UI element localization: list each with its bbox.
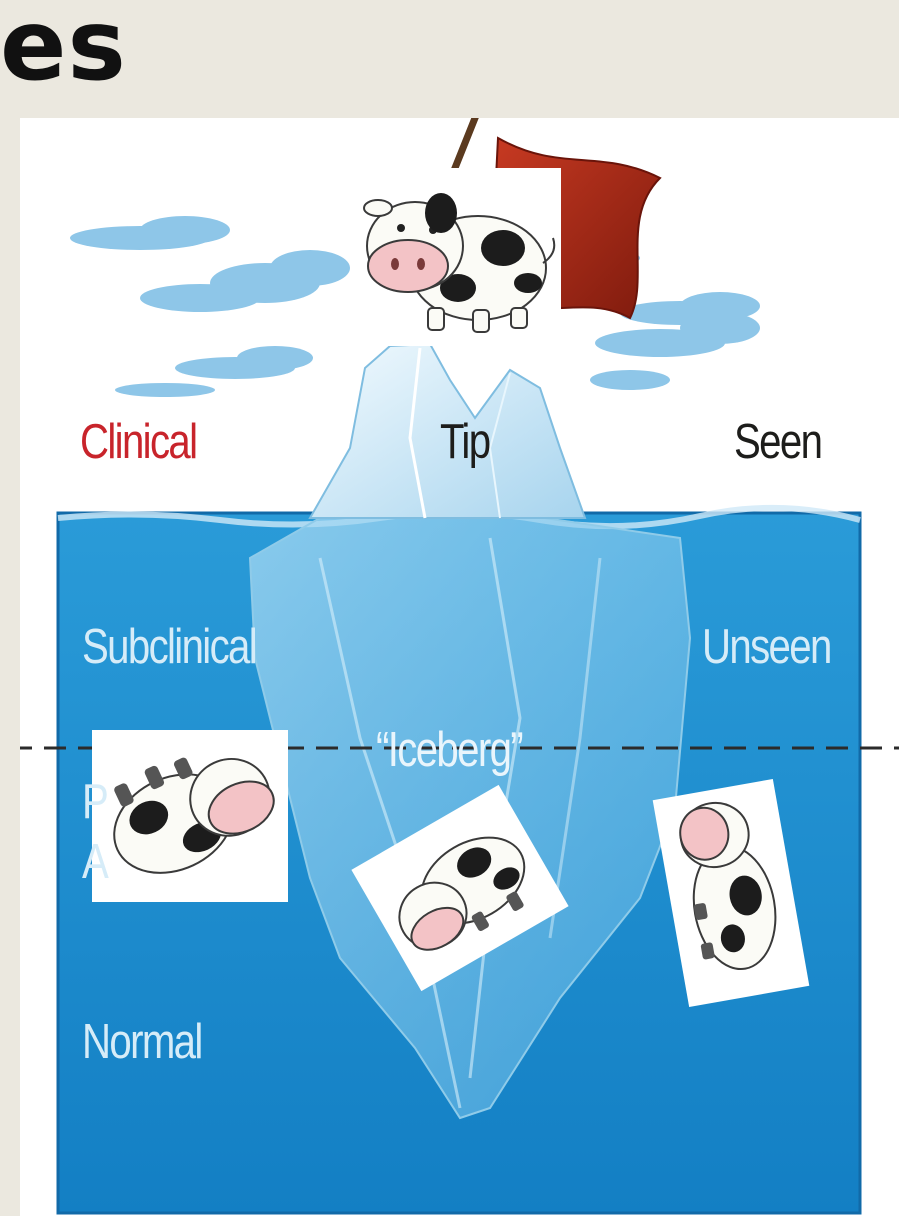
cow-icon [92, 730, 288, 902]
slide-title: es [0, 0, 127, 106]
label-tip: Tip [440, 418, 489, 467]
label-subclinical: Subclinical [82, 623, 256, 672]
label-partial-2: A [82, 838, 107, 887]
label-seen: Seen [734, 418, 821, 467]
label-normal: Normal [82, 1018, 202, 1067]
label-unseen: Unseen [702, 623, 831, 672]
label-clinical: Clinical [80, 418, 196, 467]
label-iceberg: “Iceberg” [376, 726, 522, 775]
cow-icon [353, 168, 561, 346]
iceberg-diagram: Clinical Tip Seen Subclinical Unseen “Ic… [20, 118, 899, 1216]
label-partial-1: P [82, 778, 107, 827]
